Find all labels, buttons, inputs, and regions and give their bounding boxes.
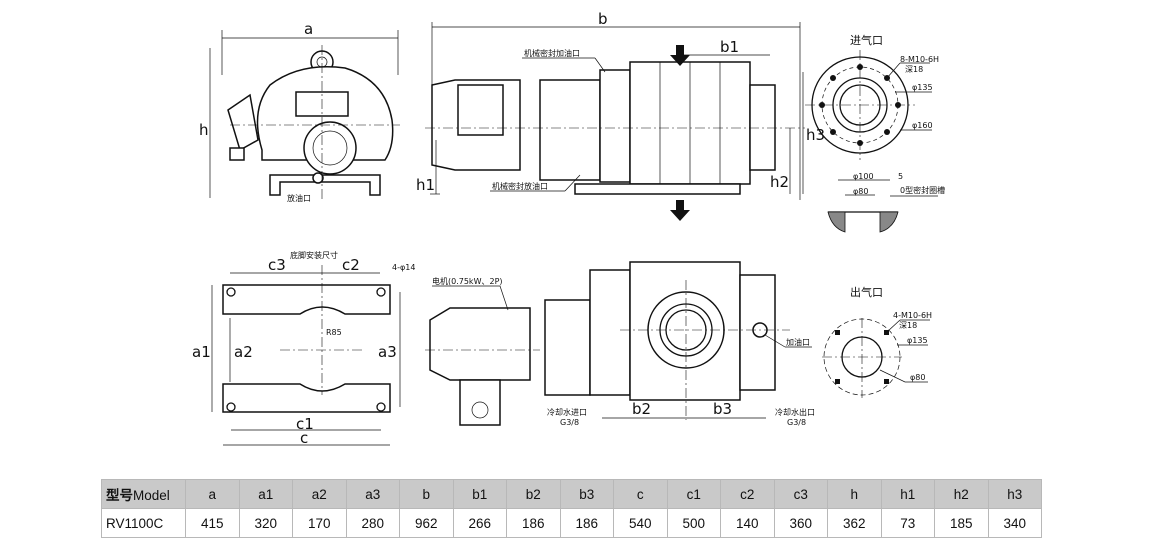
- value-cell: 186: [559, 508, 614, 538]
- value-cell: 186: [506, 508, 561, 538]
- col-header: h1: [880, 479, 935, 509]
- model-header-cn: 型号: [106, 488, 133, 503]
- technical-drawing: a h 放油口 b b1 h1 h2 h3: [192, 10, 945, 447]
- oil-fill-port-label: 加油口: [786, 337, 810, 347]
- dim-a1: a1: [192, 343, 211, 361]
- dim-a: a: [304, 20, 313, 38]
- inlet-oring-groove: 0型密封圈槽: [900, 185, 945, 195]
- col-header: c1: [666, 479, 721, 509]
- dim-c2: c2: [342, 256, 360, 274]
- value-cell: 415: [185, 508, 240, 538]
- foot-plan-title: 底脚安装尺寸: [290, 250, 338, 260]
- value-cell: 540: [613, 508, 668, 538]
- value-cell: 500: [666, 508, 721, 538]
- inlet-depth: 深18: [905, 65, 923, 74]
- col-header: c2: [720, 479, 775, 509]
- side-view: b b1 h1 h2 h3 机械密封加油口 机械密封放油口: [416, 10, 825, 221]
- dim-b2: b2: [632, 400, 651, 418]
- col-header: a3: [345, 479, 400, 509]
- model-cell: RV1100C: [101, 508, 186, 538]
- top-view: 电机(0.75kW、2P) 加油口 b2 b3 冷却水进口 G3/8 冷却水出口…: [425, 261, 815, 427]
- outlet-bolts: 4-M10-6H: [893, 311, 932, 320]
- value-cell: 360: [773, 508, 828, 538]
- value-cell: 170: [292, 508, 347, 538]
- dim-h1: h1: [416, 176, 435, 194]
- dim-c1: c1: [296, 415, 314, 433]
- table-row: RV1100C 415 320 170 280 962 266 186 186 …: [101, 508, 1042, 538]
- dim-b1: b1: [720, 38, 739, 56]
- front-view: a h 放油口: [199, 20, 400, 203]
- inlet-title: 进气口: [850, 33, 883, 47]
- col-header: c3: [773, 479, 828, 509]
- value-cell: 73: [880, 508, 935, 538]
- dim-c3: c3: [268, 256, 286, 274]
- col-header: b1: [452, 479, 507, 509]
- value-cell: 962: [399, 508, 454, 538]
- value-cell: 185: [934, 508, 989, 538]
- dim-a2: a2: [234, 343, 253, 361]
- inlet-pcd: φ135: [912, 83, 933, 92]
- col-header: b: [399, 479, 454, 509]
- dim-b: b: [598, 10, 608, 28]
- dim-h2: h2: [770, 173, 789, 191]
- cooling-water-outlet-thread: G3/8: [787, 418, 806, 427]
- inlet-section-d100: φ100: [853, 172, 874, 181]
- value-cell: 362: [827, 508, 882, 538]
- cooling-water-inlet-thread: G3/8: [560, 418, 579, 427]
- foot-radius: R85: [326, 328, 342, 337]
- value-cell: 266: [452, 508, 507, 538]
- foot-holes: 4-φ14: [392, 263, 415, 272]
- seal-drain-port-label: 机械密封放油口: [492, 181, 548, 191]
- col-header: a2: [292, 479, 347, 509]
- value-cell: 280: [345, 508, 400, 538]
- value-cell: 140: [720, 508, 775, 538]
- col-header: c: [613, 479, 668, 509]
- table-header-row: 型号Model a a1 a2 a3 b b1 b2 b3 c c1 c2 c3…: [101, 479, 1042, 509]
- inlet-flange: 进气口 8-M10-6H 深18 φ135 φ160 φ100 5 φ80 0型…: [805, 33, 945, 233]
- dim-c: c: [300, 429, 308, 447]
- inlet-section-d80: φ80: [853, 187, 868, 196]
- col-header: b3: [559, 479, 614, 509]
- model-header: 型号Model: [101, 479, 186, 509]
- seal-fill-port-label: 机械密封加油口: [524, 48, 580, 58]
- outlet-pcd: φ135: [907, 336, 928, 345]
- inlet-od: φ160: [912, 121, 933, 130]
- dim-a3: a3: [378, 343, 397, 361]
- spec-table: 型号Model a a1 a2 a3 b b1 b2 b3 c c1 c2 c3…: [101, 479, 1042, 538]
- col-header: b2: [506, 479, 561, 509]
- col-header: a1: [238, 479, 293, 509]
- value-cell: 340: [987, 508, 1042, 538]
- col-header: h3: [987, 479, 1042, 509]
- dim-b3: b3: [713, 400, 732, 418]
- foot-plan: 底脚安装尺寸 c3 c2 4-φ14 R85 a1 a2 a3 c1 c: [192, 250, 415, 447]
- outlet-title: 出气口: [850, 285, 883, 299]
- col-header: a: [185, 479, 240, 509]
- col-header: h: [827, 479, 882, 509]
- outlet-id: φ80: [910, 373, 925, 382]
- cooling-water-inlet-label: 冷却水进口: [547, 407, 587, 417]
- outlet-flange: 出气口 4-M10-6H 深18 φ135 φ80: [822, 285, 932, 398]
- inlet-section-d5: 5: [898, 172, 903, 181]
- drain-port-label: 放油口: [287, 193, 311, 203]
- outlet-depth: 深18: [899, 321, 917, 330]
- cooling-water-outlet-label: 冷却水出口: [775, 407, 815, 417]
- value-cell: 320: [238, 508, 293, 538]
- dim-h3: h3: [806, 126, 825, 144]
- motor-label: 电机(0.75kW、2P): [432, 276, 503, 286]
- model-header-en: Model: [133, 488, 170, 503]
- col-header: h2: [934, 479, 989, 509]
- inlet-bolts: 8-M10-6H: [900, 55, 939, 64]
- dim-h: h: [199, 121, 209, 139]
